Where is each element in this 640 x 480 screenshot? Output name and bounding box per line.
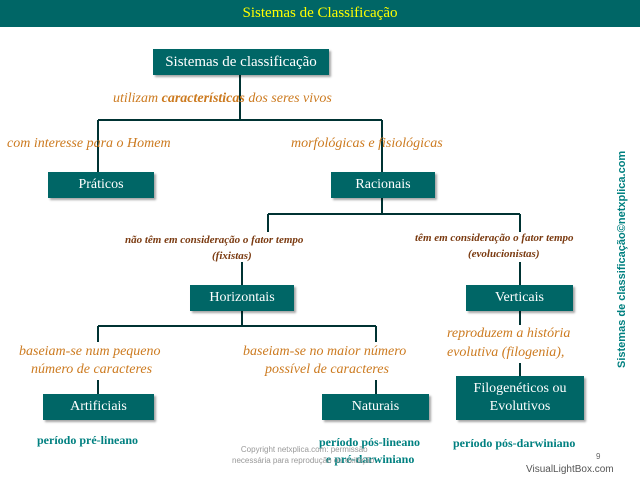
- node-praticos: Práticos: [48, 172, 154, 198]
- label-utilizam-pre: utilizam: [113, 91, 162, 106]
- period-pos-lineano-1: período pós-lineano: [319, 435, 421, 449]
- node-horizontais-label: Horizontais: [209, 290, 275, 305]
- node-artificiais-label: Artificiais: [70, 399, 127, 414]
- node-artificiais: Artificiais: [43, 394, 154, 420]
- watermark: VisualLightBox.com: [526, 464, 614, 475]
- label-utilizam-post: dos seres vivos: [244, 91, 332, 106]
- label-maior-2: possível de caracteres: [265, 362, 389, 377]
- period-pos-lineano-2: e pré-darwiniano: [326, 452, 415, 466]
- node-verticais-label: Verticais: [495, 290, 544, 305]
- label-reproduzem-1: reproduzem a história: [447, 326, 571, 341]
- copyright-line2: necessária para reprodução ou exibição.: [232, 456, 377, 465]
- page-number: 9: [596, 452, 601, 461]
- label-reproduzem-2: evolutiva (filogenia),: [447, 345, 565, 360]
- node-filogeneticos: Filogenéticos ou Evolutivos: [456, 376, 584, 420]
- node-root-label: Sistemas de classificação: [165, 53, 317, 70]
- label-pequeno-2: número de caracteres: [31, 362, 153, 377]
- node-filogeneticos-line2: Evolutivos: [489, 399, 551, 414]
- period-pos-darwiniano: período pós-darwiniano: [453, 436, 576, 450]
- label-utilizam: utilizam características dos seres vivos: [113, 91, 332, 107]
- label-pequeno-1: baseiam-se num pequeno: [19, 344, 161, 359]
- node-filogeneticos-line1: Filogenéticos ou: [473, 381, 567, 396]
- label-evolucionistas: (evolucionistas): [468, 248, 540, 260]
- period-pre-lineano: período pré-lineano: [37, 433, 138, 447]
- label-morfologicas: morfológicas e fisiológicas: [291, 136, 443, 151]
- node-praticos-label: Práticos: [78, 177, 124, 192]
- node-naturais: Naturais: [322, 394, 429, 420]
- label-tem: têm em consideração o fator tempo: [415, 232, 574, 244]
- label-fixistas: (fixistas): [212, 250, 252, 262]
- node-naturais-label: Naturais: [351, 399, 400, 414]
- copyright-line1: Copyright netxplica.com: permissão: [240, 445, 368, 454]
- node-verticais: Verticais: [466, 285, 573, 311]
- node-racionais-label: Racionais: [355, 177, 411, 192]
- copyright-notice: Copyright netxplica.com: permissão neces…: [232, 444, 377, 466]
- label-maior-1: baseiam-se no maior número: [243, 344, 407, 359]
- banner-title: Sistemas de Classificação: [242, 5, 398, 21]
- label-interesse: com interesse para o Homem: [7, 136, 171, 151]
- label-utilizam-key: características: [161, 91, 245, 106]
- side-vertical-text: Sistemas de classificação©netxplica.com: [616, 150, 628, 368]
- node-horizontais: Horizontais: [190, 285, 294, 311]
- node-racionais: Racionais: [331, 172, 435, 198]
- node-root: Sistemas de classificação: [153, 49, 329, 75]
- label-nao-tem: não têm em consideração o fator tempo: [125, 234, 304, 246]
- title-banner: Sistemas de Classificação: [0, 0, 640, 27]
